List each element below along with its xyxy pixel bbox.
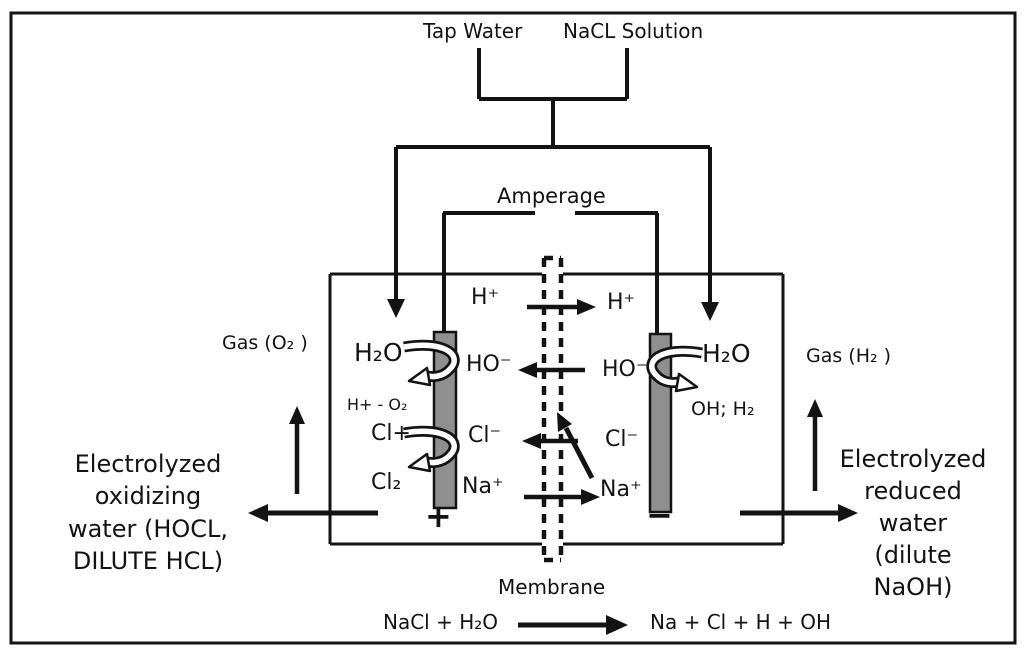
right-outflow-arrow-icon [838, 504, 858, 522]
o2-up-arrow-icon [289, 406, 305, 424]
cl-ion-right-label: Cl⁻ [605, 427, 639, 452]
anode-cl2-label: Cl₂ [371, 470, 402, 495]
left-outflow-arrow-icon [248, 504, 268, 522]
equation-products-label: Na + Cl + H + OH [650, 610, 831, 634]
membrane [541, 255, 564, 563]
gas-h2-label: Gas (H₂ ) [806, 345, 892, 367]
cl-ion-left-label: Cl⁻ [468, 423, 502, 448]
gas-o2-label: Gas (O₂ ) [222, 332, 308, 354]
tap-water-label: Tap Water [423, 19, 523, 43]
ho-ion-left-label: HO⁻ [466, 352, 512, 377]
ion-arrows [518, 299, 600, 505]
ho-ion-arrow-icon [518, 362, 537, 378]
equation-arrow-icon [606, 615, 628, 635]
outflow-arrows [248, 504, 858, 522]
equation-reactants-label: NaCl + H₂O [383, 610, 499, 634]
feed-arrow-left-icon [387, 299, 405, 318]
nacl-solution-label: NaCL Solution [563, 19, 704, 43]
h2-up-arrow-icon [807, 399, 823, 417]
cl-ion-arrow-icon [522, 433, 541, 449]
h-ion-right-label: H⁺ [607, 290, 636, 315]
feed-arrow-right-icon [701, 302, 719, 321]
reduced-water-label: Electrolyzed reduced water (dilute NaOH) [839, 445, 987, 601]
amperage-wires [442, 211, 659, 334]
h-ion-arrow-icon [577, 299, 596, 315]
anode-cl-plus-label: Cl+ [371, 421, 411, 446]
cathode-curved-arrow-h2o [646, 345, 703, 393]
anode-h2o-label: H₂O [354, 338, 403, 367]
na-ion-right-label: Na⁺ [600, 477, 642, 502]
membrane-label: Membrane [498, 575, 606, 599]
anode-curved-arrow-h2o [403, 339, 460, 387]
h-ion-left-label: H⁺ [471, 285, 500, 310]
na-ion-arrow-icon [581, 489, 600, 505]
oxidizing-water-label: Electrolyzed oxidizing water (HOCL, DILU… [67, 450, 229, 576]
anode-plus-sign: + [425, 497, 452, 535]
cathode-h2o-label: H₂O [702, 339, 751, 368]
amperage-label: Amperage [497, 184, 606, 208]
ho-ion-right-label: HO⁻ [602, 357, 648, 382]
gas-arrows [289, 399, 823, 494]
anode-curved-arrow-cl [403, 425, 460, 473]
page-border [9, 11, 1017, 645]
cell-box [328, 272, 785, 546]
equation-arrow [518, 615, 628, 635]
anode-h-o2-label: H+ - O₂ [347, 395, 408, 414]
cathode-minus-sign: − [646, 496, 673, 534]
membrane-pointer-arrow-icon [557, 412, 572, 432]
cathode-oh-h2-label: OH; H₂ [691, 398, 755, 420]
na-ion-left-label: Na⁺ [462, 474, 504, 499]
